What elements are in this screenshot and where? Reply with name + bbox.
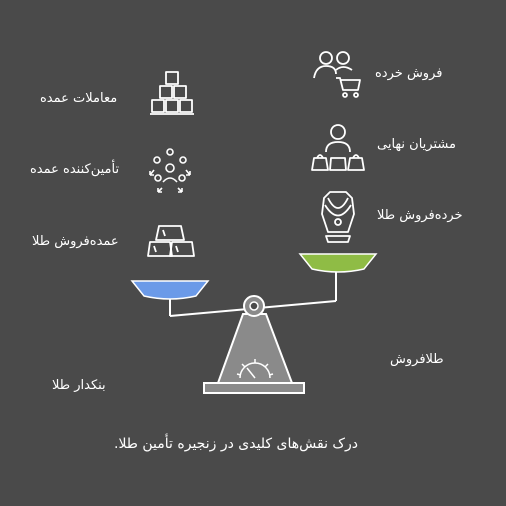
right-pan xyxy=(298,253,378,273)
label-end-customers: مشتریان نهایی xyxy=(377,137,456,152)
label-gold-banker: بنکدار طلا xyxy=(52,378,106,393)
supplier-network-icon xyxy=(149,148,191,193)
label-gold-retailer: خرده‌فروش طلا xyxy=(377,208,463,223)
scale-base xyxy=(203,382,305,394)
stacked-gold-bars-icon xyxy=(150,71,194,115)
label-bulk-suppliers: تأمین‌کننده عمده xyxy=(30,162,120,177)
label-retail-sales: فروش خرده xyxy=(375,66,443,81)
gauge-icon xyxy=(236,359,274,379)
scale-pillar xyxy=(216,313,294,384)
diagram-caption: درک نقش‌های کلیدی در زنجیره تأمین طلا. xyxy=(114,436,358,452)
label-bulk-trading: معاملات عمده xyxy=(40,91,118,106)
necklace-icon xyxy=(321,191,355,243)
shoppers-cart-icon xyxy=(313,51,361,98)
label-gold-wholesaler: عمده‌فروش طلا xyxy=(32,234,119,249)
gold-bars-icon xyxy=(147,225,195,257)
scale-pivot-center xyxy=(249,301,259,311)
label-goldsmith: طلافروش xyxy=(390,352,444,367)
customer-shopping-icon xyxy=(311,124,365,171)
left-pan xyxy=(130,280,210,300)
